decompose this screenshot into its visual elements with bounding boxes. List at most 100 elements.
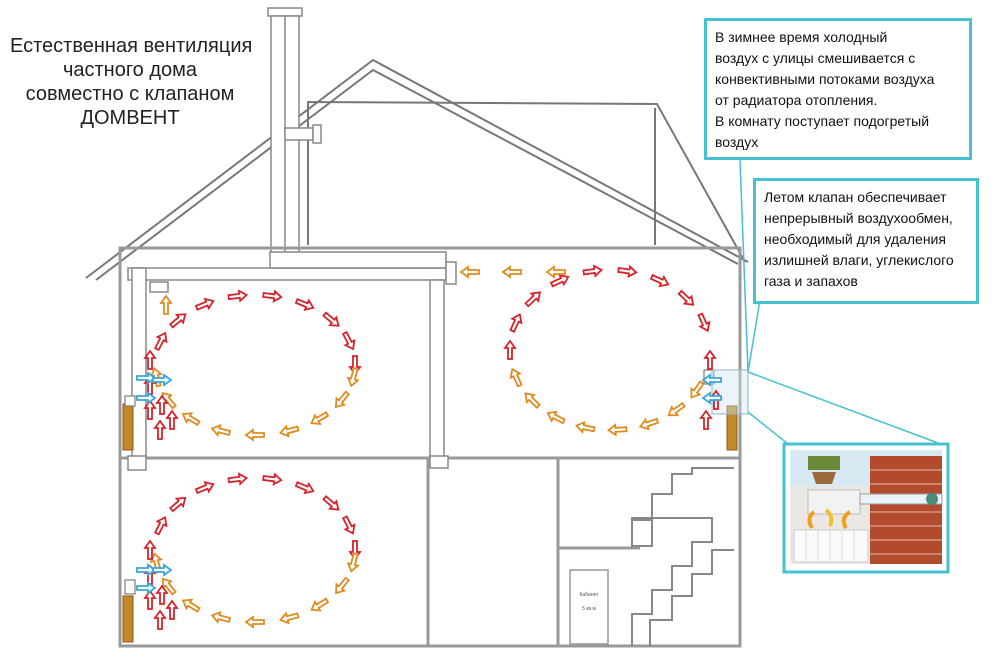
airflow-arrow	[503, 339, 517, 360]
staircase-outline	[631, 467, 734, 548]
summer-line: излишней влаги, углекислого	[764, 252, 954, 268]
diagram-title: Естественная вентиляция частного дома со…	[10, 34, 253, 130]
airflow-arrow	[606, 423, 628, 437]
airflow-arrow	[509, 313, 523, 333]
callout-connectors	[739, 159, 947, 447]
airflow-arrow	[310, 411, 330, 425]
door-label-2: 5 кв.м	[582, 606, 596, 612]
airflow-arrow	[346, 552, 360, 573]
title-line: ДОМВЕНТ	[80, 107, 180, 129]
airflow-arrow	[136, 391, 157, 405]
airflow-arrow	[701, 373, 722, 387]
airflow-arrow	[703, 349, 717, 370]
airflow-arrow	[335, 576, 351, 595]
winter-line: В зимнее время холодный	[715, 29, 888, 45]
airflow-arrow	[210, 423, 232, 438]
airflow-arrow	[159, 294, 173, 315]
winter-line: от радиатора отопления.	[715, 92, 878, 108]
house-walls	[118, 246, 742, 648]
winter-line: воздух	[715, 134, 759, 150]
airflow-arrow	[294, 297, 315, 312]
airflow-arrows	[136, 264, 723, 630]
airflow-arrow	[649, 273, 670, 288]
radiator-lower-left	[122, 595, 134, 643]
cabinet-door: Кабинет 5 кв.м	[569, 569, 609, 645]
airflow-arrow	[227, 472, 249, 486]
airflow-arrow	[143, 539, 157, 560]
valve-lower-left	[124, 579, 136, 595]
valve-photo-inset	[782, 442, 950, 574]
airflow-arrow	[143, 399, 157, 420]
airflow-arrow	[262, 472, 283, 486]
airflow-arrow	[310, 597, 330, 612]
airflow-arrow	[143, 589, 157, 610]
radiator-right	[726, 405, 738, 451]
airflow-arrow	[459, 265, 480, 279]
valve-upper-left	[124, 395, 136, 407]
airflow-arrow	[545, 265, 566, 279]
summer-line: Летом клапан обеспечивает	[764, 189, 947, 205]
airflow-arrow	[524, 392, 541, 409]
airflow-arrow	[524, 291, 542, 308]
airflow-arrow	[341, 330, 356, 351]
winter-line: конвективными потоками воздуха	[715, 71, 935, 87]
airflow-arrow	[509, 367, 523, 388]
airflow-arrow	[546, 410, 566, 425]
airflow-arrow	[574, 420, 596, 434]
airflow-arrow	[638, 417, 660, 431]
airflow-arrow	[153, 331, 168, 352]
radiator-upper-left	[122, 403, 134, 451]
airflow-arrow	[165, 409, 179, 430]
airflow-arrow	[549, 274, 570, 288]
title-line: Естественная вентиляция	[10, 35, 253, 57]
airflow-arrow	[677, 289, 695, 306]
airflow-arrow	[181, 412, 201, 427]
chimney-pipe	[267, 7, 322, 257]
summer-line: газа и запахов	[764, 273, 858, 289]
airflow-arrow	[278, 611, 300, 625]
radiators	[122, 403, 738, 643]
staircase	[631, 517, 713, 646]
airflow-arrow	[322, 495, 340, 511]
airflow-arrow	[181, 598, 201, 613]
airflow-arrow	[153, 419, 167, 440]
airflow-arrow	[701, 391, 722, 405]
airflow-arrow	[501, 265, 522, 279]
airflow-arrow	[194, 297, 215, 311]
airflow-arrow	[346, 366, 360, 388]
summer-line: необходимый для удаления	[764, 231, 946, 247]
airflow-arrow	[136, 371, 157, 385]
airflow-arrow	[244, 615, 265, 629]
airflow-arrow	[168, 496, 187, 513]
airflow-arrow	[168, 313, 187, 329]
airflow-arrow	[152, 563, 173, 577]
airflow-arrow	[699, 409, 713, 430]
airflow-arrow	[617, 264, 638, 279]
airflow-arrow	[244, 428, 265, 442]
airflow-arrow	[194, 480, 215, 495]
airflow-arrow	[165, 599, 179, 620]
winter-callout: В зимнее время холодный воздух с улицы с…	[704, 18, 972, 160]
title-line: частного дома	[62, 59, 198, 81]
winter-line: воздух с улицы смешивается с	[715, 50, 916, 66]
airflow-arrow	[143, 349, 157, 370]
airflow-arrow	[294, 481, 315, 495]
airflow-arrow	[582, 264, 604, 278]
airflow-arrow	[697, 312, 711, 333]
airflow-arrow	[152, 373, 173, 387]
airflow-arrow	[341, 515, 356, 535]
airflow-arrow	[334, 390, 351, 409]
airflow-arrow	[210, 610, 232, 624]
airflow-arrow	[155, 394, 169, 415]
airflow-arrow	[262, 289, 283, 303]
wall-valves	[124, 369, 715, 595]
ventilation-ducts	[127, 251, 457, 471]
summer-callout: Летом клапан обеспечивает непрерывный во…	[753, 178, 979, 304]
airflow-arrow	[322, 311, 340, 327]
airflow-arrow	[153, 515, 168, 536]
airflow-arrow	[667, 401, 686, 417]
airflow-arrow	[155, 584, 169, 605]
staircase-lower	[649, 549, 734, 646]
